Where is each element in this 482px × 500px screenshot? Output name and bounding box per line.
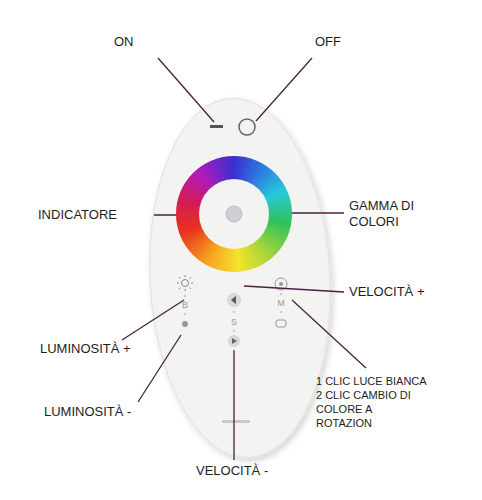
callout-label: LUMINOSITÀ + — [40, 341, 131, 357]
callout-note: 1 CLIC LUCE BIANCA 2 CLIC CAMBIO DI COLO… — [316, 374, 428, 430]
callout-label: ON — [114, 34, 134, 50]
callout-label: INDICATORE — [38, 207, 117, 223]
button-letter: M — [277, 298, 285, 308]
callout-label: VELOCITÀ + — [349, 284, 425, 300]
callout-label: VELOCITÀ - — [196, 463, 268, 479]
callout-label: GAMMA DI COLORI — [349, 198, 444, 230]
callout-label: LUMINOSITÀ - — [44, 404, 131, 420]
button-letter: S — [231, 317, 237, 327]
callout-label: OFF — [315, 34, 341, 50]
button-letter: B — [182, 300, 188, 310]
